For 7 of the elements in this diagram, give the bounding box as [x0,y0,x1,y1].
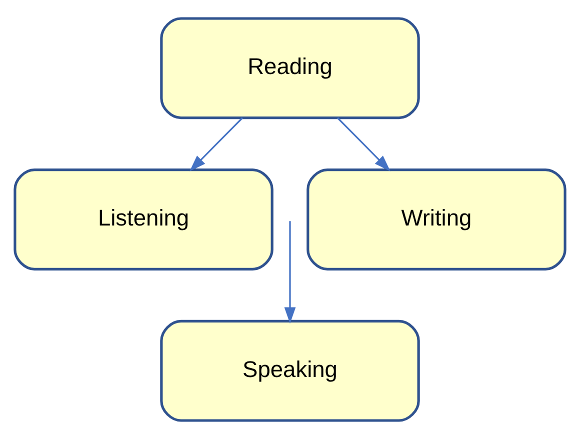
node-box: Speaking [160,320,420,422]
arrow [284,221,296,324]
node-box: Writing [306,168,566,270]
arrow [190,117,244,172]
node-box: Reading [160,17,420,120]
node-box: Listening [14,168,274,270]
arrow [336,117,390,172]
